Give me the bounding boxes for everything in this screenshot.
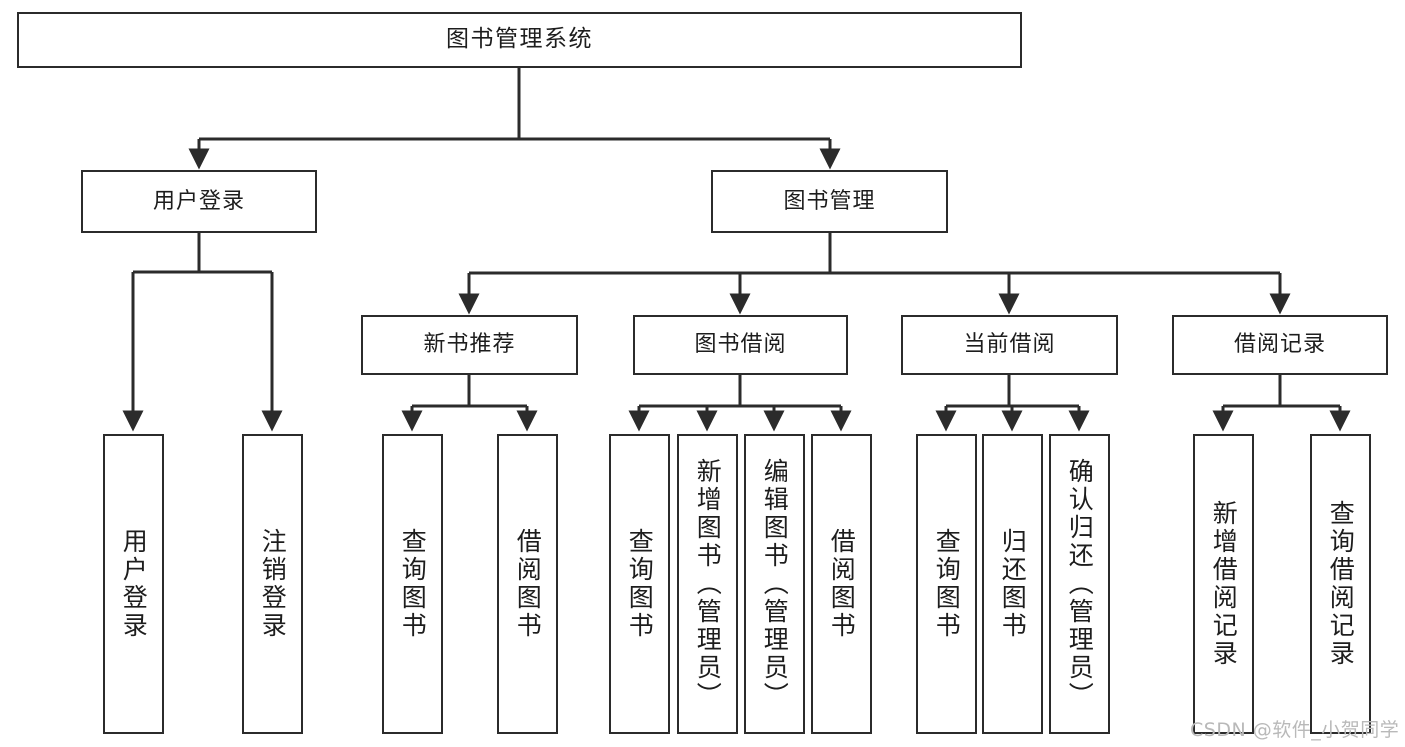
- node-label: 归还图书: [998, 528, 1028, 640]
- node-leaf-confirm-return[interactable]: 确认归还（管理员）: [1049, 434, 1110, 734]
- node-label: 图书管理系统: [446, 26, 593, 53]
- node-label: 当前借阅: [963, 332, 1056, 358]
- node-leaf-add-book[interactable]: 新增图书（管理员）: [677, 434, 738, 734]
- node-leaf-query-book-3[interactable]: 查询图书: [916, 434, 977, 734]
- node-label: 借阅图书: [827, 528, 857, 640]
- node-root-system[interactable]: 图书管理系统: [17, 12, 1022, 68]
- node-label: 新增借阅记录: [1209, 500, 1239, 668]
- node-label: 图书管理: [783, 188, 876, 214]
- node-borrow-record[interactable]: 借阅记录: [1172, 315, 1388, 375]
- node-leaf-edit-book[interactable]: 编辑图书（管理员）: [744, 434, 805, 734]
- node-leaf-borrow-book-1[interactable]: 借阅图书: [497, 434, 558, 734]
- node-leaf-logout[interactable]: 注销登录: [242, 434, 303, 734]
- node-label: 注销登录: [258, 528, 288, 640]
- node-book-manage[interactable]: 图书管理: [711, 170, 948, 233]
- node-leaf-return-book[interactable]: 归还图书: [982, 434, 1043, 734]
- node-leaf-query-record[interactable]: 查询借阅记录: [1310, 434, 1371, 734]
- node-leaf-query-book-1[interactable]: 查询图书: [382, 434, 443, 734]
- node-label: 查询借阅记录: [1326, 500, 1356, 668]
- node-leaf-user-login[interactable]: 用户登录: [103, 434, 164, 734]
- node-label: 查询图书: [398, 528, 428, 640]
- node-label: 图书借阅: [694, 332, 787, 358]
- node-book-borrow[interactable]: 图书借阅: [633, 315, 848, 375]
- csdn-watermark: CSDN @软件_小贺同学: [1190, 719, 1400, 741]
- node-user-login[interactable]: 用户登录: [81, 170, 317, 233]
- node-leaf-add-record[interactable]: 新增借阅记录: [1193, 434, 1254, 734]
- node-leaf-borrow-book-2[interactable]: 借阅图书: [811, 434, 872, 734]
- node-label: 确认归还（管理员）: [1065, 458, 1095, 710]
- node-label: 借阅记录: [1233, 332, 1326, 358]
- node-label: 借阅图书: [513, 528, 543, 640]
- node-label: 查询图书: [625, 528, 655, 640]
- node-label: 查询图书: [932, 528, 962, 640]
- node-label: 编辑图书（管理员）: [760, 458, 790, 710]
- node-new-book-rec[interactable]: 新书推荐: [361, 315, 578, 375]
- node-label: 新增图书（管理员）: [693, 458, 723, 710]
- node-leaf-query-book-2[interactable]: 查询图书: [609, 434, 670, 734]
- node-label: 用户登录: [152, 188, 245, 214]
- node-label: 用户登录: [119, 528, 149, 640]
- node-current-borrow[interactable]: 当前借阅: [901, 315, 1118, 375]
- node-label: 新书推荐: [423, 332, 516, 358]
